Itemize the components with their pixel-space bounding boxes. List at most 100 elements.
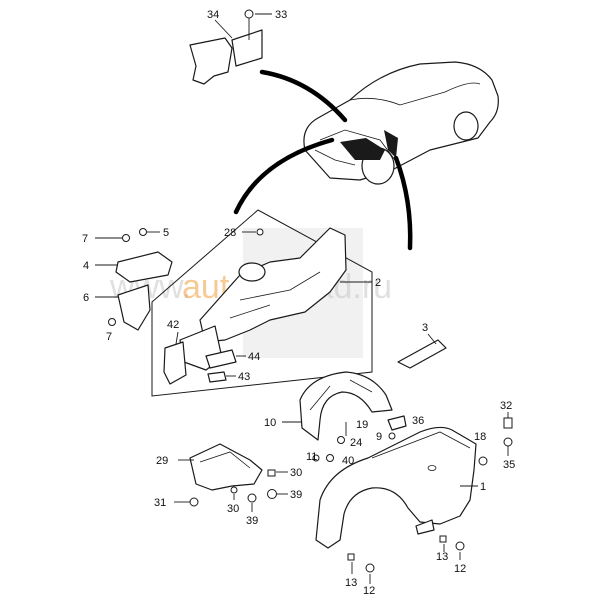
callout-32: 32 <box>500 400 512 412</box>
strip-3-body <box>397 339 447 369</box>
clip-30a-icon <box>267 469 276 477</box>
parts-42-43-44 <box>163 331 246 385</box>
car-roofline <box>349 82 481 106</box>
callout-2: 2 <box>375 277 381 289</box>
callout-1: 1 <box>480 481 486 493</box>
bracket-44 <box>205 349 237 369</box>
bolt-7-icon <box>122 234 130 242</box>
callout-11: 11 <box>306 451 317 463</box>
bolt-39a-icon <box>267 489 277 499</box>
car-wheelhouse-highlight <box>340 138 385 160</box>
part-2-front-apron <box>179 227 372 371</box>
bolt-12b-icon <box>455 541 465 551</box>
car-rear-wheel <box>453 111 479 141</box>
bracket-36 <box>387 415 407 431</box>
part-1-front-fender <box>315 415 488 549</box>
bolt-39b-icon <box>247 493 257 503</box>
callout-24: 24 <box>350 437 362 449</box>
bolt-5-icon <box>139 228 147 236</box>
callout-39a: 39 <box>290 489 302 501</box>
bolt-40-icon <box>326 454 334 462</box>
car-fender-highlight <box>384 130 398 158</box>
car-bumper-line <box>314 149 356 166</box>
bolt-33-icon <box>244 9 254 19</box>
callout-5: 5 <box>163 227 169 239</box>
callout-18: 18 <box>474 431 486 443</box>
callout-12a: 12 <box>363 585 375 597</box>
liner-ribs <box>309 379 373 411</box>
clip-9-icon <box>388 432 396 440</box>
callout-36: 36 <box>412 415 424 427</box>
callout-28: 28 <box>224 227 236 239</box>
leader-42 <box>175 331 179 345</box>
part-34-mud-flap <box>189 9 272 85</box>
callout-34: 34 <box>207 9 219 21</box>
callout-40: 40 <box>342 455 354 467</box>
callout-30b: 30 <box>227 503 239 515</box>
part-3-strip <box>397 333 447 369</box>
callout-9: 9 <box>376 431 382 443</box>
car-hood-line <box>319 129 396 161</box>
callout-29: 29 <box>156 455 168 467</box>
parts-32-35 <box>503 412 513 456</box>
callout-13a: 13 <box>345 577 357 589</box>
bracket-6 <box>117 284 151 331</box>
callout-4: 4 <box>83 260 89 272</box>
clip-28-icon <box>256 228 264 236</box>
bolt-11-icon <box>312 454 320 462</box>
car-illustration <box>303 61 499 185</box>
bracket-29-body <box>189 443 263 491</box>
fender-bottom-bracket <box>415 519 435 535</box>
clip-24-icon <box>337 436 345 444</box>
bracket-29-ribs <box>199 451 251 469</box>
callout-43: 43 <box>238 371 250 383</box>
callout-10: 10 <box>264 417 276 429</box>
fender-top-crease <box>371 431 471 459</box>
callout-44: 44 <box>248 351 260 363</box>
pointer-arrow-fender <box>393 155 413 251</box>
bolt-12a-icon <box>365 563 375 573</box>
callout-6: 6 <box>83 292 89 304</box>
fasteners-12-13 <box>347 519 465 584</box>
callout-19: 19 <box>356 419 368 431</box>
callout-33: 33 <box>275 9 287 21</box>
bracket-42 <box>163 341 187 385</box>
strut-tower-top <box>238 262 266 282</box>
pointer-arrow-apron <box>233 137 335 215</box>
callout-31: 31 <box>154 497 166 509</box>
callout-42: 42 <box>167 319 179 331</box>
nut-13b-icon <box>439 535 447 543</box>
pointer-arrow-fender-liner <box>259 69 348 123</box>
sub-assembly-frame <box>151 209 373 397</box>
bolt-31-icon <box>189 497 199 507</box>
bolt-7b-icon <box>108 318 116 326</box>
callout-7b: 7 <box>106 331 112 343</box>
nut-13a-icon <box>347 553 355 561</box>
liner-body <box>299 371 393 441</box>
bolt-18-icon <box>478 456 488 466</box>
part-29-lower-bracket <box>174 443 288 512</box>
callout-35: 35 <box>503 459 515 471</box>
callout-13b: 13 <box>436 551 448 563</box>
part-10-fender-liner <box>282 371 393 462</box>
clip-35-icon <box>503 437 513 447</box>
apron-body <box>199 227 347 343</box>
callout-30a: 30 <box>290 467 302 479</box>
clip-32-icon <box>503 417 513 429</box>
clip-30b-icon <box>230 486 238 494</box>
clip-43 <box>207 371 227 383</box>
mud-flap-body <box>189 37 233 85</box>
callout-3: 3 <box>422 322 428 334</box>
callout-7a: 7 <box>82 233 88 245</box>
mud-flap-bracket <box>231 29 263 67</box>
parts-4-to-7-bracket <box>95 228 173 331</box>
leader-3 <box>427 333 437 345</box>
callout-12b: 12 <box>454 563 466 575</box>
leader-34 <box>214 19 233 39</box>
bracket-plate-4 <box>115 251 173 283</box>
fender-marker-hole <box>427 465 437 471</box>
apron-ribs <box>229 271 321 319</box>
fender-body <box>315 426 477 549</box>
